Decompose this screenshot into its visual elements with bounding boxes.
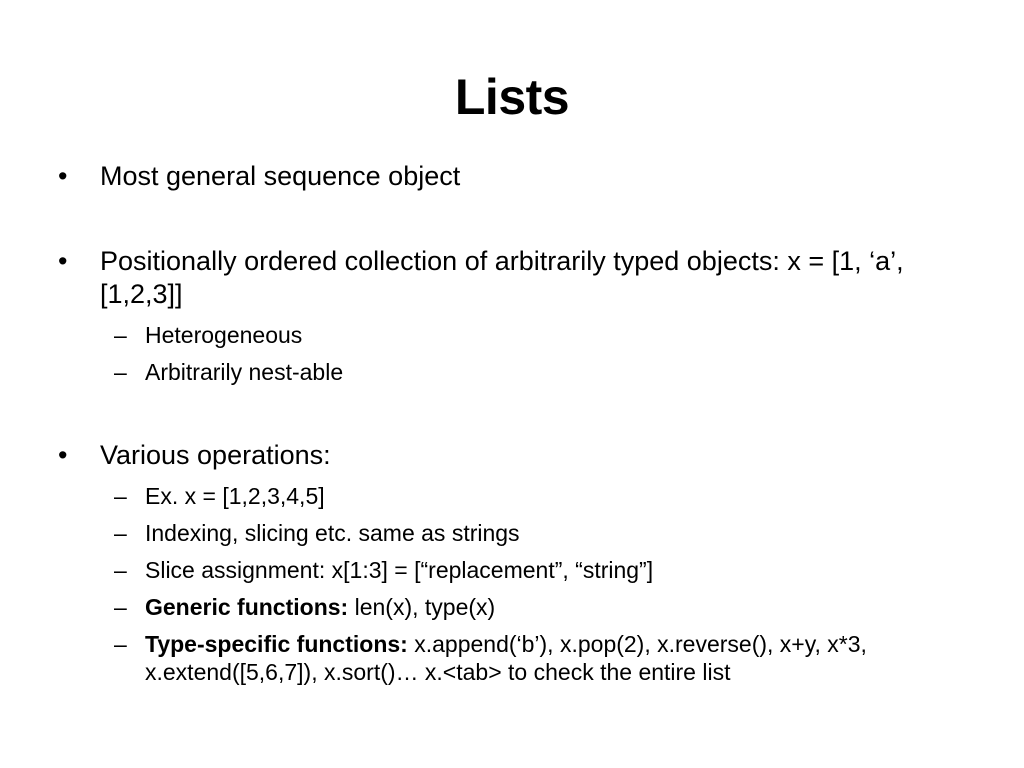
dash-icon: – (114, 594, 127, 620)
dash-icon: – (114, 520, 127, 546)
bullet-text: Positionally ordered collection of arbit… (100, 246, 904, 309)
slide-title: Lists (454, 69, 570, 125)
sub-bullet-item: – Ex. x = [1,2,3,4,5] (58, 482, 978, 510)
dash-icon: – (114, 322, 127, 348)
sub-bullet-text: len(x), type(x) (348, 594, 496, 620)
bullet-dot-icon: • (58, 440, 68, 470)
bullet-dot-icon: • (58, 161, 68, 191)
dash-icon: – (114, 359, 127, 385)
sub-bullet-text: Arbitrarily nest-able (145, 359, 344, 385)
bullet-dot-icon: • (58, 246, 68, 276)
sub-bullet-text: Slice assignment: x[1:3] = [“replacement… (145, 557, 654, 583)
sub-bullet-item: – Type-specific functions: x.append(‘b’)… (58, 630, 978, 686)
dash-icon: – (114, 483, 127, 509)
sub-bullet-item: – Generic functions: len(x), type(x) (58, 593, 978, 621)
sub-bullet-text: x.append(‘b’), x.pop(2), x.reverse(), x+… (145, 631, 867, 685)
sub-bullet-text: Ex. x = [1,2,3,4,5] (145, 483, 325, 509)
sub-bullet-text: Heterogeneous (145, 322, 303, 348)
bullet-item: • Positionally ordered collection of arb… (58, 245, 978, 311)
bullet-item: • Most general sequence object (58, 160, 978, 193)
bullet-text: Most general sequence object (100, 161, 461, 191)
dash-icon: – (114, 557, 127, 583)
dash-icon: – (114, 631, 127, 657)
sub-bullet-text: Indexing, slicing etc. same as strings (145, 520, 520, 546)
slide-content: • Most general sequence object • Positio… (58, 160, 978, 686)
sub-bullet-item: – Indexing, slicing etc. same as strings (58, 519, 978, 547)
bullet-text: Various operations: (100, 440, 331, 470)
sub-bullet-bold-text: Generic functions: (145, 594, 349, 620)
sub-bullet-item: – Arbitrarily nest-able (58, 358, 978, 386)
sub-bullet-bold-text: Type-specific functions: (145, 631, 408, 657)
bullet-item: • Various operations: (58, 439, 978, 472)
sub-bullet-item: – Heterogeneous (58, 321, 978, 349)
sub-bullet-item: – Slice assignment: x[1:3] = [“replaceme… (58, 556, 978, 584)
